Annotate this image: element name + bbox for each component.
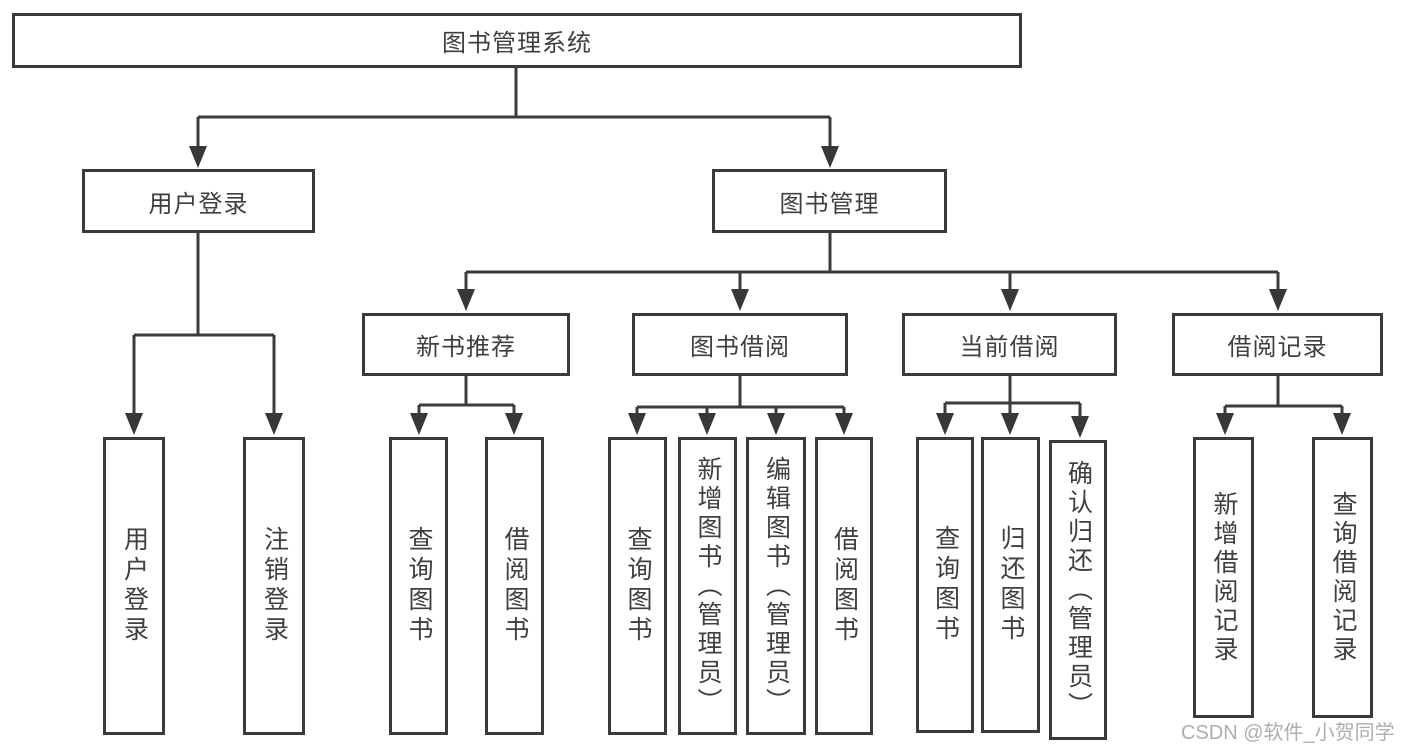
leaf-logout-login: 注销登录 [243,437,305,735]
node-root-system: 图书管理系统 [12,13,1022,68]
arrowheads [125,146,1351,438]
leaf-newbooks-borrow-books: 借阅图书 [485,437,544,735]
node-new-book-recommend: 新书推荐 [362,313,570,376]
leaf-newbooks-query-books: 查询图书 [389,437,448,735]
leaf-records-query-borrow-record: 查询借阅记录 [1312,437,1373,718]
leaf-bookborrow-borrow-books: 借阅图书 [815,437,873,735]
leaf-bookborrow-add-books-admin: 新增图书（管理员） [678,437,737,735]
node-book-management: 图书管理 [712,169,947,233]
leaf-records-add-borrow-record: 新增借阅记录 [1193,437,1254,718]
node-borrow-records: 借阅记录 [1172,313,1383,376]
connector-root-to-level2 [196,66,832,150]
csdn-watermark: CSDN @软件_小贺同学 [1181,722,1395,744]
leaf-user-login: 用户登录 [103,437,165,735]
leaf-bookborrow-edit-books-admin: 编辑图书（管理员） [746,437,806,735]
connector-currentborrow-to-leaves [943,374,1082,420]
leaf-currentborrow-query-books: 查询图书 [916,437,974,733]
connector-bookborrow-to-leaves [635,374,846,417]
node-current-borrow: 当前借阅 [902,313,1117,376]
connector-userlogin-to-leaves [132,231,276,417]
leaf-currentborrow-return-books: 归还图书 [981,437,1040,733]
leaf-bookborrow-query-books: 查询图书 [608,437,667,735]
node-book-borrow: 图书借阅 [632,313,848,376]
node-user-login: 用户登录 [82,169,315,233]
connector-bookmgmt-to-level3 [464,231,1280,293]
leaf-currentborrow-confirm-return-admin: 确认归还（管理员） [1049,440,1107,740]
connector-borrowrecords-to-leaves [1223,374,1344,417]
connector-newbooks-to-leaves [417,374,516,417]
